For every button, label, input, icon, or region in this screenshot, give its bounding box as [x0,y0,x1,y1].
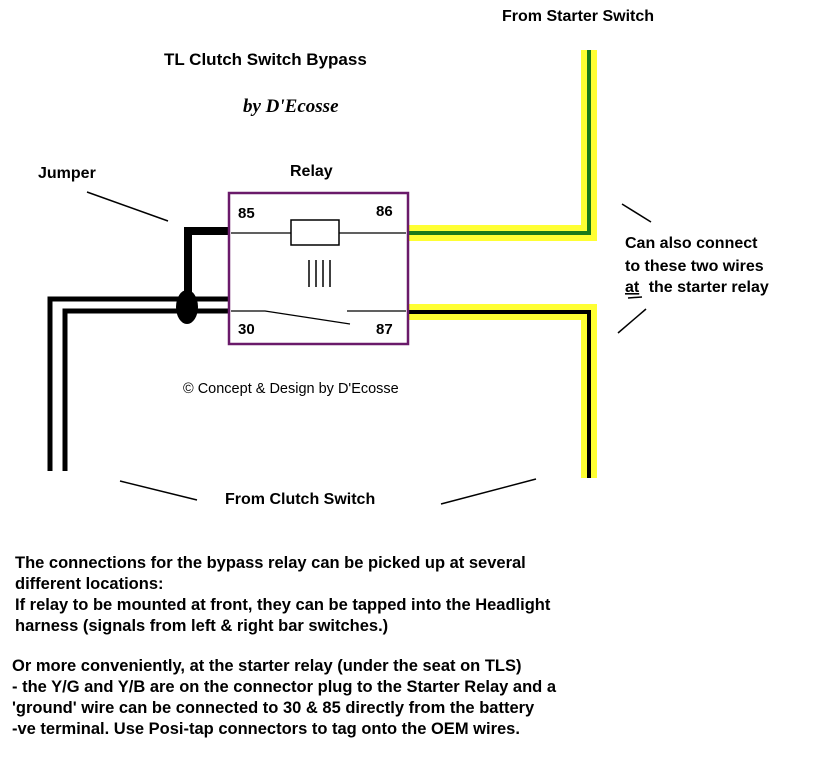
switch-contact [231,310,406,325]
from-starter-switch-label: From Starter Switch [502,8,654,25]
pointer-lower-wire [617,308,647,334]
relay-label: Relay [290,163,333,180]
jumper-wire [184,227,230,305]
yellow-black-wire [408,304,597,478]
clutch-pointer-left [119,480,198,501]
terminal-87: 87 [376,321,393,338]
notes-paragraph-2: Or more conveniently, at the starter rel… [12,656,556,740]
copyright-notice: © Concept & Design by D'Ecosse [183,381,399,397]
splice-node [176,290,198,324]
also-connect-note: Can also connect to these two wires at t… [625,235,769,299]
from-clutch-switch-label: From Clutch Switch [225,491,375,508]
jumper-label: Jumper [38,165,96,182]
diagram-title: TL Clutch Switch Bypass [164,50,367,69]
clutch-switch-wires [47,296,230,471]
terminal-86: 86 [376,203,393,220]
yellow-green-wire [408,50,597,241]
jumper-pointer-line [86,191,169,222]
also-connect-line-1: Can also connect [625,235,758,252]
at-underline [627,296,643,299]
wiring-diagram: TL Clutch Switch Bypass by D'Ecosse From… [38,8,769,508]
note-line: 'ground' wire can be connected to 30 & 8… [12,699,535,717]
pointer-upper-wire [621,203,652,223]
also-connect-underlined-at: at [625,279,640,296]
notes-paragraph-1: The connections for the bypass relay can… [15,553,550,637]
diagram-author: by D'Ecosse [243,96,339,117]
also-connect-line-3: at the starter relay [625,279,769,296]
coil-symbol [290,219,340,246]
also-connect-line-3-text: the starter relay [649,279,769,296]
note-line: The connections for the bypass relay can… [15,554,526,572]
clutch-pointer-right [440,478,537,505]
note-line: Or more conveniently, at the starter rel… [12,657,522,675]
terminal-30: 30 [238,321,255,338]
note-line: - the Y/G and Y/B are on the connector p… [12,678,556,696]
also-connect-line-2: to these two wires [625,258,764,275]
note-line: different locations: [15,575,164,593]
terminal-85: 85 [238,205,255,222]
note-line: -ve terminal. Use Posi-tap connectors to… [12,720,520,738]
note-line: harness (signals from left & right bar s… [15,617,389,635]
armature-marks [308,260,331,287]
note-line: If relay to be mounted at front, they ca… [15,596,551,614]
